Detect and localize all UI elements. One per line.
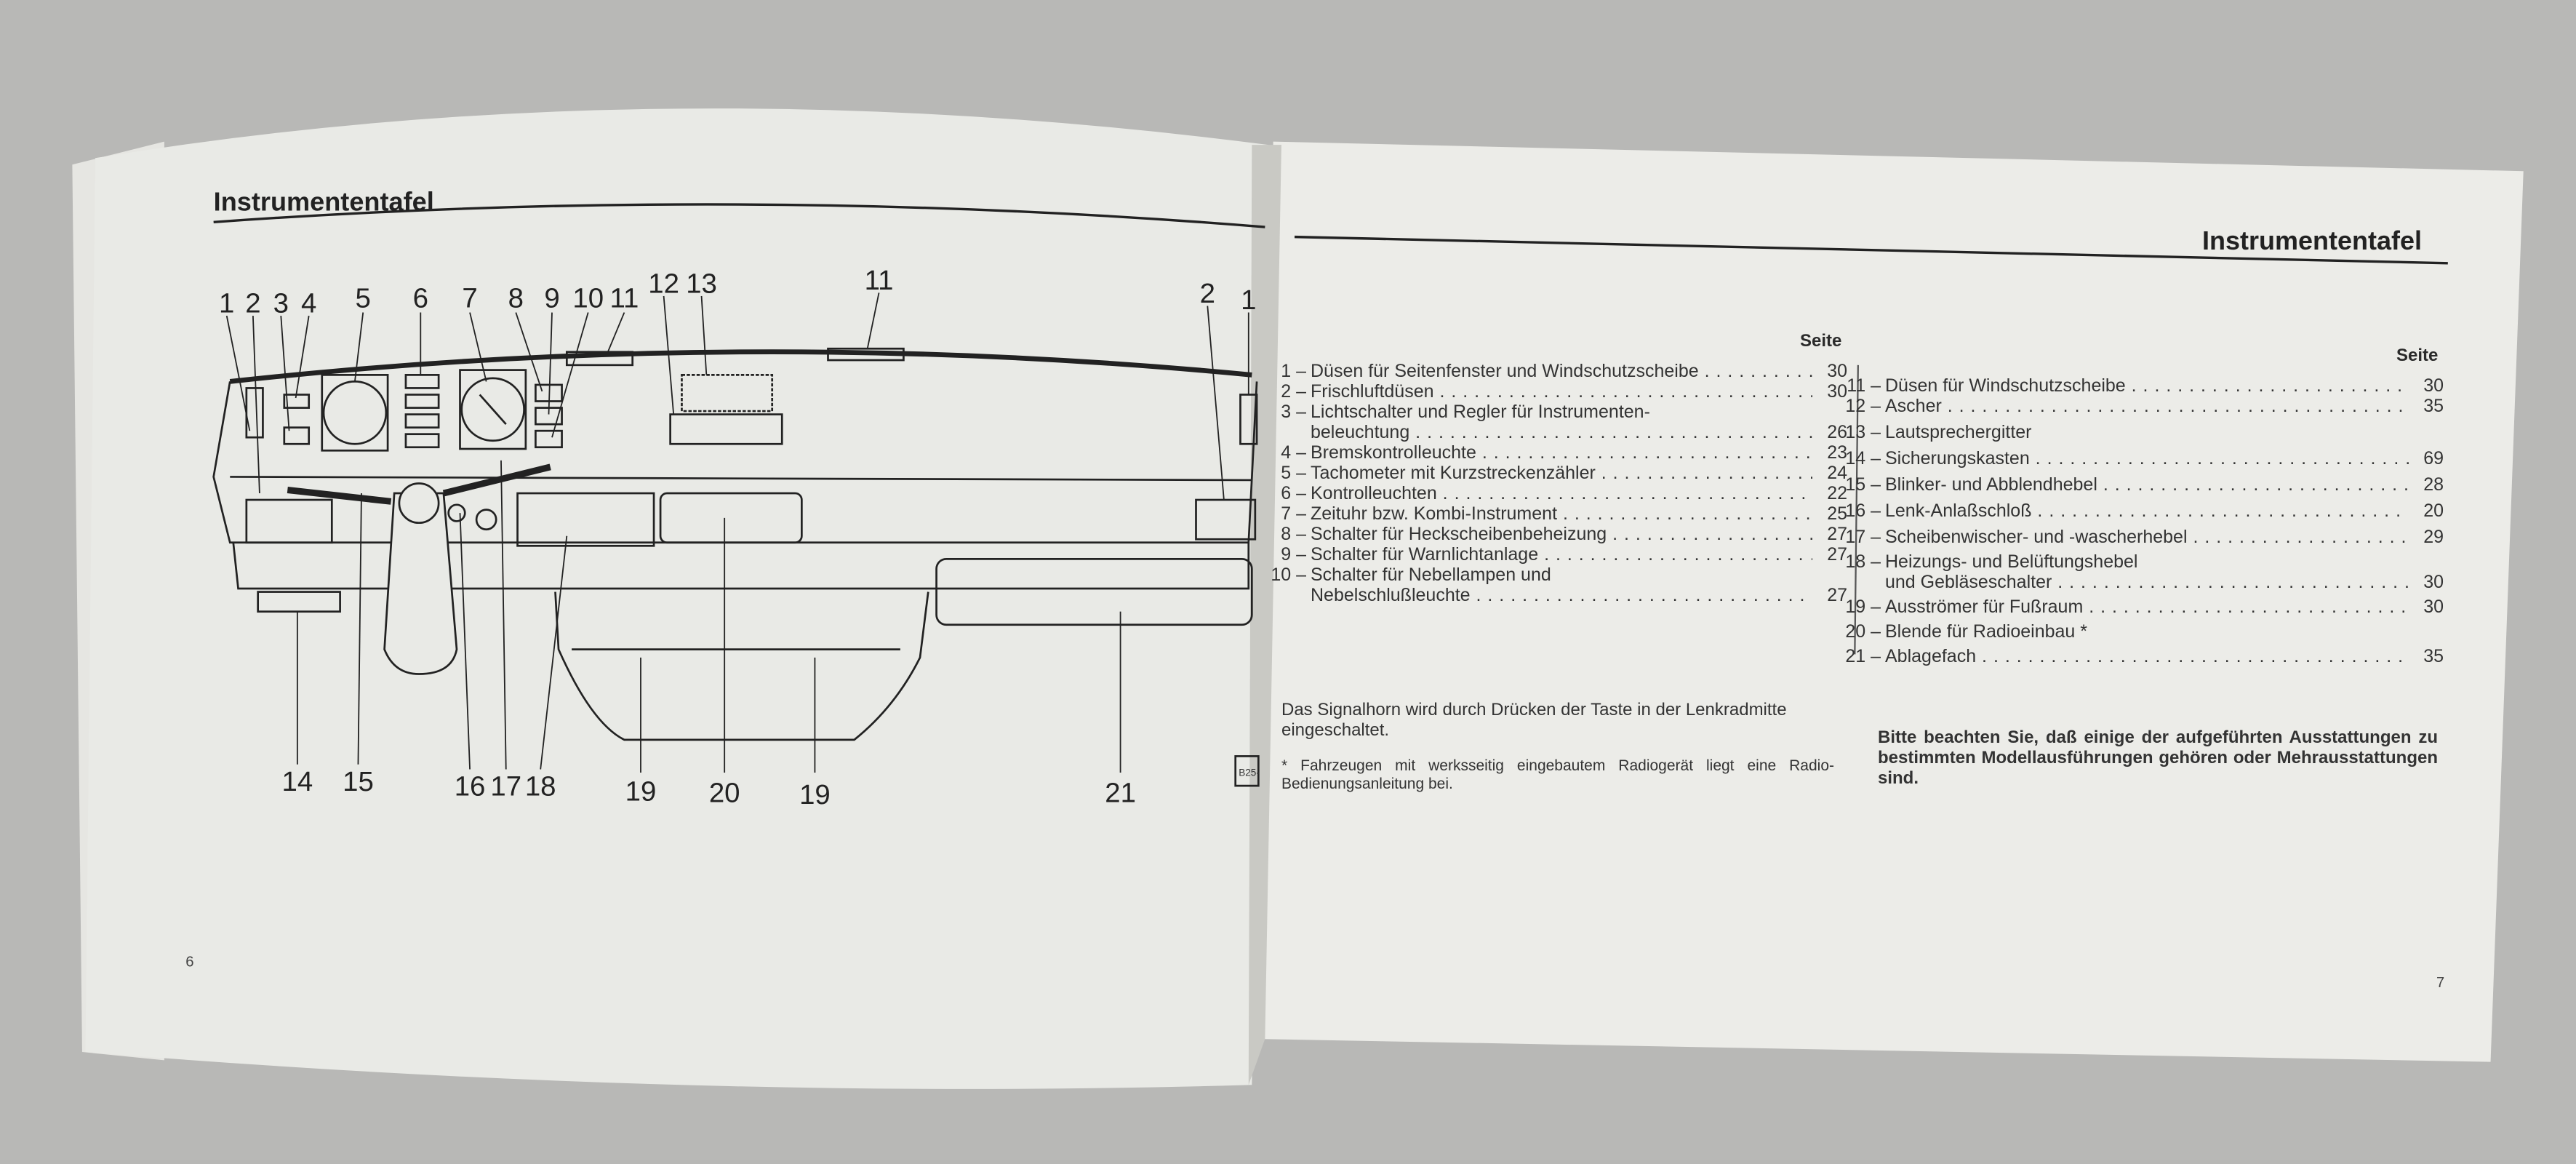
- list-item: 11 –Düsen für Windschutzscheibe30: [1840, 375, 2444, 396]
- list-item: 18 –Heizungs- und Belüftungshebel: [1845, 551, 2138, 572]
- left-page-number: 6: [185, 954, 193, 970]
- list-item: 1 –Düsen für Seitenfenster und Windschut…: [1265, 361, 1847, 381]
- list-item: 2 –Frischluftdüsen30: [1265, 381, 1847, 402]
- callout-6: 6: [413, 283, 428, 314]
- callout-16: 16: [455, 771, 486, 802]
- list-item: und Gebläseschalter30: [1840, 572, 2444, 592]
- callout-11b: 11: [865, 265, 894, 296]
- list-item: 5 –Tachometer mit Kurzstreckenzähler24: [1265, 463, 1847, 483]
- callout-12: 12: [648, 268, 679, 299]
- callout-20: 20: [709, 778, 740, 809]
- list-item: 16 –Lenk-Anlaßschloß20: [1840, 501, 2444, 521]
- list-item: 19 –Ausströmer für Fußraum30: [1840, 597, 2444, 617]
- callout-1: 1: [219, 288, 234, 319]
- list-item: 14 –Sicherungskasten69: [1840, 448, 2444, 469]
- callout-21: 21: [1105, 778, 1136, 809]
- left-page: [85, 108, 1268, 1089]
- callout-14: 14: [282, 766, 313, 797]
- list-item: 9 –Schalter für Warnlichtanlage27: [1265, 544, 1847, 565]
- horn-note: Das Signalhorn wird durch Drücken der Ta…: [1281, 700, 1787, 740]
- equipment-notice: Bitte beachten Sie, daß einige der aufge…: [1878, 728, 2438, 788]
- callout-11: 11: [609, 283, 639, 314]
- callout-8: 8: [508, 283, 524, 314]
- seite-header-left: Seite: [1800, 331, 1842, 351]
- list-item: beleuchtung26: [1265, 422, 1847, 442]
- list-item: 4 –Bremskontrolleuchte23: [1265, 442, 1847, 463]
- list-item: 7 –Zeituhr bzw. Kombi-Instrument25: [1265, 503, 1847, 524]
- list-item: 21 –Ablagefach35: [1840, 646, 2444, 666]
- callout-7: 7: [462, 283, 477, 314]
- dashboard-diagram: B25-: [212, 292, 1260, 787]
- right-page-title: Instrumententafel: [2202, 226, 2423, 255]
- list-item: 13 –Lautsprechergitter: [1845, 422, 2032, 442]
- column-divider: [1854, 364, 1859, 655]
- list-item: 3 –Lichtschalter und Regler für Instrume…: [1281, 402, 1650, 422]
- seite-header-right: Seite: [2396, 346, 2439, 365]
- callout-5: 5: [356, 283, 371, 314]
- callouts: 1 2 3 4 5 6 7 8 9 10 11 12 13 11 2 1 14 …: [219, 265, 1256, 810]
- callout-2: 2: [245, 288, 260, 319]
- callout-18: 18: [525, 771, 556, 802]
- callout-9: 9: [544, 283, 559, 314]
- callout-15: 15: [343, 766, 374, 797]
- spine-shadow: [1248, 145, 1281, 1085]
- list-item: Nebelschlußleuchte27: [1265, 585, 1847, 605]
- right-title-rule: [1294, 235, 2448, 265]
- callout-4: 4: [301, 288, 316, 319]
- callout-17: 17: [490, 771, 521, 802]
- callout-10: 10: [572, 283, 604, 314]
- callout-1b: 1: [1241, 284, 1256, 316]
- list-item: 17 –Scheibenwischer- und -wascherhebel29: [1840, 527, 2444, 547]
- list-item: 10 –Schalter für Nebellampen und: [1271, 565, 1551, 585]
- callout-13: 13: [686, 268, 717, 299]
- diagram-code: B25-: [1239, 768, 1260, 778]
- radio-footnote: * Fahrzeugen mit werksseitig eingebautem…: [1281, 757, 1834, 792]
- right-page-number: 7: [2436, 975, 2445, 991]
- list-item: 20 –Blende für Radioeinbau *: [1845, 621, 2087, 642]
- list-item: 8 –Schalter für Heckscheibenbeheizung27: [1265, 524, 1847, 544]
- list-item: 15 –Blinker- und Abblendhebel28: [1840, 474, 2444, 495]
- callout-3: 3: [273, 288, 289, 319]
- list-item: 6 –Kontrolleuchten22: [1265, 483, 1847, 503]
- callout-19b: 19: [799, 779, 831, 810]
- callout-19: 19: [625, 776, 657, 807]
- list-item: 12 –Ascher35: [1840, 396, 2444, 416]
- title-rule: [213, 203, 1265, 228]
- callout-2b: 2: [1200, 278, 1215, 309]
